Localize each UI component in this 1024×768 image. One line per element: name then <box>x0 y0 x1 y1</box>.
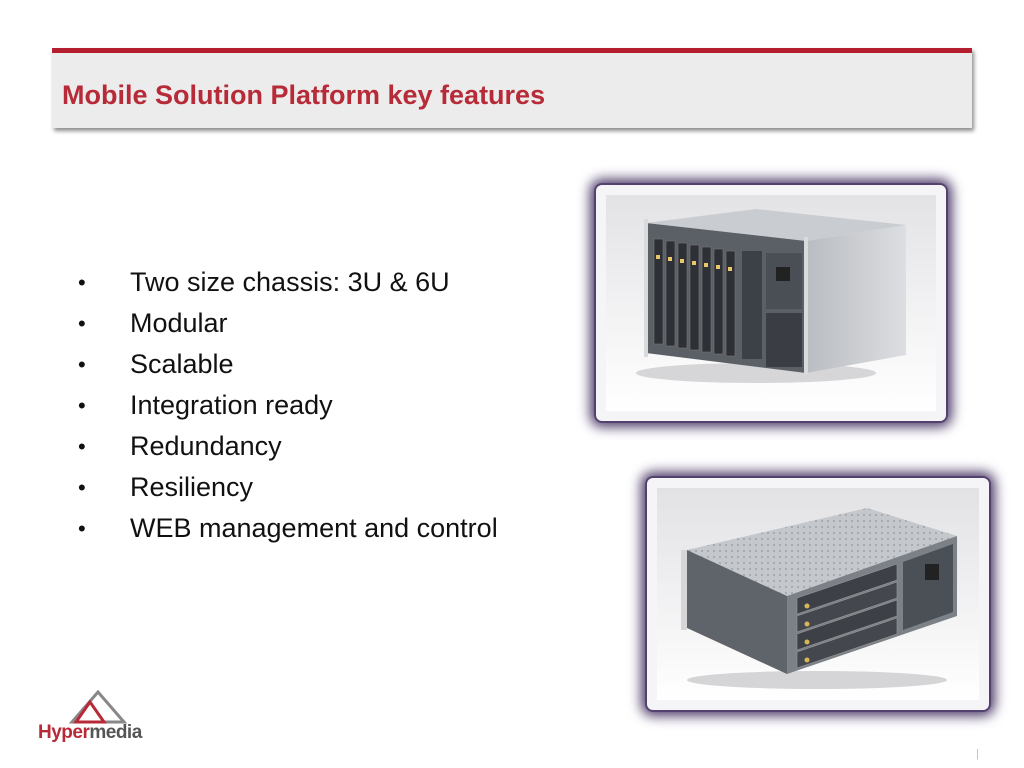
feature-text: WEB management and control <box>130 513 498 543</box>
chassis-6u-illustration <box>606 195 936 411</box>
bullet-icon: • <box>78 433 86 459</box>
slide-number: | <box>976 748 979 760</box>
chassis-3u-photo <box>647 478 989 710</box>
feature-item: • Two size chassis: 3U & 6U <box>78 262 498 303</box>
chassis-3u-illustration <box>657 488 979 700</box>
feature-item: • WEB management and control <box>78 508 498 549</box>
feature-item: • Resiliency <box>78 467 498 508</box>
bullet-icon: • <box>78 269 86 295</box>
feature-text: Modular <box>130 308 228 338</box>
feature-text: Redundancy <box>130 431 282 461</box>
chassis-6u-photo <box>596 185 946 421</box>
feature-item: • Modular <box>78 303 498 344</box>
feature-item: • Redundancy <box>78 426 498 467</box>
logo-word-hyper: Hyper <box>38 722 90 743</box>
feature-text: Resiliency <box>130 472 254 502</box>
slide-title: Mobile Solution Platform key features <box>62 80 546 110</box>
feature-item: • Integration ready <box>78 385 498 426</box>
feature-item: • Scalable <box>78 344 498 385</box>
title-bar: Mobile Solution Platform key features <box>52 48 972 128</box>
bullet-icon: • <box>78 351 86 377</box>
feature-text: Two size chassis: 3U & 6U <box>130 267 450 297</box>
feature-list: • Two size chassis: 3U & 6U • Modular • Sca… <box>78 262 498 549</box>
bullet-icon: • <box>78 474 86 500</box>
logo-word-media: media <box>89 722 142 743</box>
bullet-icon: • <box>78 392 86 418</box>
bullet-icon: • <box>78 515 86 541</box>
bullet-icon: • <box>78 310 86 336</box>
feature-text: Integration ready <box>130 390 333 420</box>
logo-wordmark: Hypermedia <box>38 722 142 744</box>
feature-text: Scalable <box>130 349 234 379</box>
logo-triangle-icon <box>68 690 128 724</box>
hypermedia-logo: Hypermedia <box>38 690 158 750</box>
